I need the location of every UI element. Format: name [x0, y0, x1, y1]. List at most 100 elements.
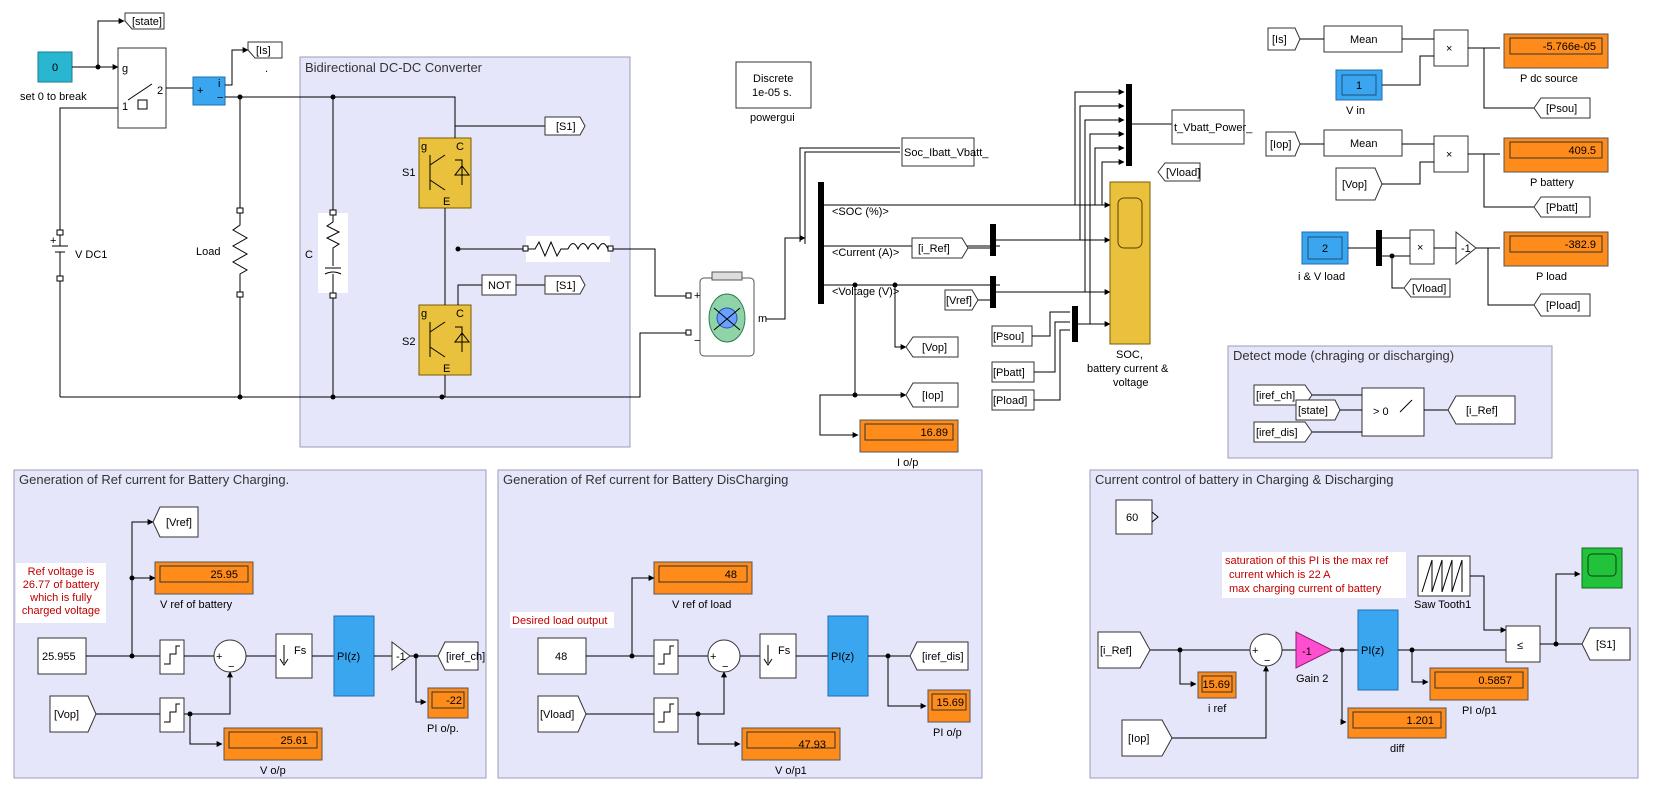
s2-g: g — [421, 308, 427, 320]
from-vop-tag-calc[interactable]: [Vop] — [1335, 167, 1383, 201]
threshold-switch[interactable]: > 0 — [1361, 387, 1425, 437]
not-gate[interactable]: NOT — [481, 274, 517, 296]
display-diff-label: diff — [1390, 743, 1405, 755]
powergui-block[interactable]: Discrete 1e-05 s. powergui — [735, 61, 812, 124]
battery-bus-selector[interactable]: <SOC (%)> <Current (A)> <Voltage (V)> — [818, 182, 899, 304]
from-pload-tag[interactable]: [Pload] — [991, 389, 1035, 411]
goto-iref-dis-discharging[interactable]: [iref_dis] — [909, 641, 969, 671]
product-block-2[interactable]: × — [1433, 135, 1469, 173]
goto-iref-ch-charging[interactable]: [iref_ch] — [437, 641, 485, 671]
zoh-charging-2[interactable] — [159, 697, 185, 733]
from-vload-tag[interactable]: [Vload] — [1157, 162, 1201, 182]
from-iref-tag[interactable]: [i_Ref] — [911, 237, 969, 259]
display-vref-load[interactable]: 48 V ref of load — [653, 561, 753, 611]
goto-iref-dis-text: [iref_dis] — [922, 651, 964, 663]
relational-le[interactable]: ≤ — [1505, 625, 1541, 663]
series-rl-branch[interactable] — [458, 236, 688, 297]
goto-vload-tag[interactable]: [Vload] — [1403, 278, 1451, 298]
from-psou-tag[interactable]: [Psou] — [991, 325, 1033, 347]
goto-soc-ibatt-vbatt[interactable]: Soc_Ibatt_Vbatt_ — [901, 137, 989, 167]
constant-zero-block[interactable]: 0 set 0 to break — [20, 51, 87, 103]
product-block-3[interactable]: × — [1409, 229, 1435, 265]
constant-60[interactable]: 60 — [1115, 499, 1159, 535]
display-pi-op-charging[interactable]: -22 PI o/p. — [427, 687, 469, 735]
from-pbatt-tag[interactable]: [Pbatt] — [991, 361, 1035, 383]
goto-pbatt-tag[interactable]: [Pbatt] — [1533, 196, 1591, 218]
display-diff[interactable]: 1.201 diff — [1347, 707, 1447, 755]
dc-voltage-source[interactable]: + V DC1 — [50, 229, 107, 282]
pi-control[interactable]: PI(z) — [1357, 609, 1399, 691]
display-vop-charging[interactable]: 25.61 V o/p — [223, 727, 323, 777]
gain-neg1[interactable]: -1 — [1455, 230, 1477, 266]
from-is-tag-calc[interactable]: [Is] — [1267, 27, 1301, 51]
zoh-charging-1[interactable] — [159, 639, 185, 675]
from-iref-dis-tag[interactable]: [iref_dis] — [1253, 421, 1313, 443]
from-iop-control[interactable]: [Iop] — [1121, 719, 1173, 757]
sum-discharging[interactable]: + − — [707, 639, 741, 673]
zoh-discharging-2[interactable] — [653, 697, 679, 733]
from-vref-tag[interactable]: [Vref] — [944, 289, 979, 311]
constant-vin[interactable]: 1 V in — [1335, 69, 1383, 117]
from-vload-discharging[interactable]: [Vload] — [537, 695, 587, 733]
display-vref-battery-value: 25.95 — [210, 569, 238, 581]
scope-soc-current-voltage[interactable]: SOC, battery current & voltage — [1087, 181, 1169, 389]
from-iop-tag-calc[interactable]: [Iop] — [1265, 131, 1301, 157]
control-note-line2: current which is 22 A — [1229, 569, 1331, 581]
igbt-s1[interactable]: g C E S1 — [402, 137, 472, 209]
display-iref-control[interactable]: 15.69 i ref — [1197, 671, 1237, 715]
from-s1-tag-bottom[interactable]: [S1] — [544, 275, 586, 295]
display-iop[interactable]: 16.89 I o/p — [859, 419, 959, 469]
from-s1-text-top: [S1] — [556, 121, 576, 133]
goto-state-tag[interactable]: [state] — [124, 12, 165, 30]
constant-48[interactable]: 48 — [537, 637, 587, 675]
from-iref-dis-text: [iref_dis] — [1256, 427, 1298, 439]
scope-switching[interactable] — [1581, 547, 1623, 589]
control-note: saturation of this PI is the max ref cur… — [1222, 552, 1406, 598]
pi-discharging[interactable]: PI(z) — [827, 615, 869, 697]
charging-subsystem[interactable]: Generation of Ref current for Battery Ch… — [13, 469, 487, 779]
mean-block-1[interactable]: Mean — [1323, 25, 1403, 53]
product-block-1[interactable]: × — [1433, 29, 1469, 67]
from-vop-charging[interactable]: [Vop] — [49, 695, 97, 733]
goto-is-tag[interactable]: [Is] — [247, 41, 283, 59]
goto-iop-tag[interactable]: [Iop] — [905, 382, 959, 408]
gain-fs-discharging[interactable]: Fs — [759, 633, 797, 679]
goto-psou-tag[interactable]: [Psou] — [1533, 97, 1591, 119]
display-vref-battery-label: V ref of battery — [160, 599, 233, 611]
sum-control[interactable]: + − — [1249, 633, 1283, 667]
ideal-switch-block[interactable]: g 1 2 — [117, 47, 167, 129]
from-s1-tag-top[interactable]: [S1] — [544, 116, 586, 136]
constant-iv-load[interactable]: 2 i & V load — [1298, 231, 1349, 283]
goto-vref-charging[interactable]: [Vref] — [152, 506, 199, 538]
battery-block[interactable]: + − m — [685, 271, 767, 357]
display-pbattery[interactable]: 409.5 P battery — [1503, 137, 1609, 189]
igbt-s2[interactable]: g C E S2 — [402, 304, 472, 376]
goto-iref-detect[interactable]: [i_Ref] — [1447, 395, 1516, 425]
display-pi-op-discharging[interactable]: 15.69 PI o/p — [927, 689, 971, 739]
display-pload[interactable]: -382.9 P load — [1503, 231, 1609, 283]
constant-25955[interactable]: 25.955 — [37, 637, 87, 675]
constant-48-text: 48 — [555, 651, 567, 663]
capacitor-c[interactable]: C — [305, 97, 348, 397]
display-vop1-discharging[interactable]: 47.93 V o/p1 — [741, 727, 841, 777]
current-measurement-block[interactable]: + i − — [192, 76, 226, 106]
zoh-discharging-1[interactable] — [653, 639, 679, 675]
sum-charging[interactable]: + − — [213, 639, 247, 673]
pi-charging[interactable]: PI(z) — [333, 615, 375, 697]
threshold-switch-cond: > 0 — [1373, 406, 1389, 418]
load-resistor[interactable]: Load — [196, 97, 249, 397]
display-pdc[interactable]: -5.766e-05 P dc source — [1503, 33, 1609, 85]
goto-vbatt-power[interactable]: t_Vbatt_Power_ — [1171, 109, 1253, 145]
goto-pload-tag[interactable]: [Pload] — [1533, 293, 1591, 317]
from-iref-control[interactable]: [i_Ref] — [1097, 631, 1151, 669]
sawtooth-block[interactable]: Saw Tooth1 — [1414, 555, 1471, 611]
display-pi-op1[interactable]: 0.5857 PI o/p1 — [1429, 667, 1529, 717]
mean-block-2[interactable]: Mean — [1323, 129, 1403, 157]
goto-vop-tag[interactable]: [Vop] — [905, 336, 959, 358]
goto-s1-control[interactable]: [S1] — [1581, 627, 1631, 661]
vin-label: V in — [1346, 105, 1365, 117]
gain-neg1-charging[interactable]: -1 — [391, 640, 411, 672]
gain2-control[interactable]: -1 Gain 2 — [1295, 631, 1334, 685]
from-state-tag-detect[interactable]: [state] — [1295, 399, 1341, 421]
gain-fs-charging[interactable]: Fs — [275, 633, 313, 679]
